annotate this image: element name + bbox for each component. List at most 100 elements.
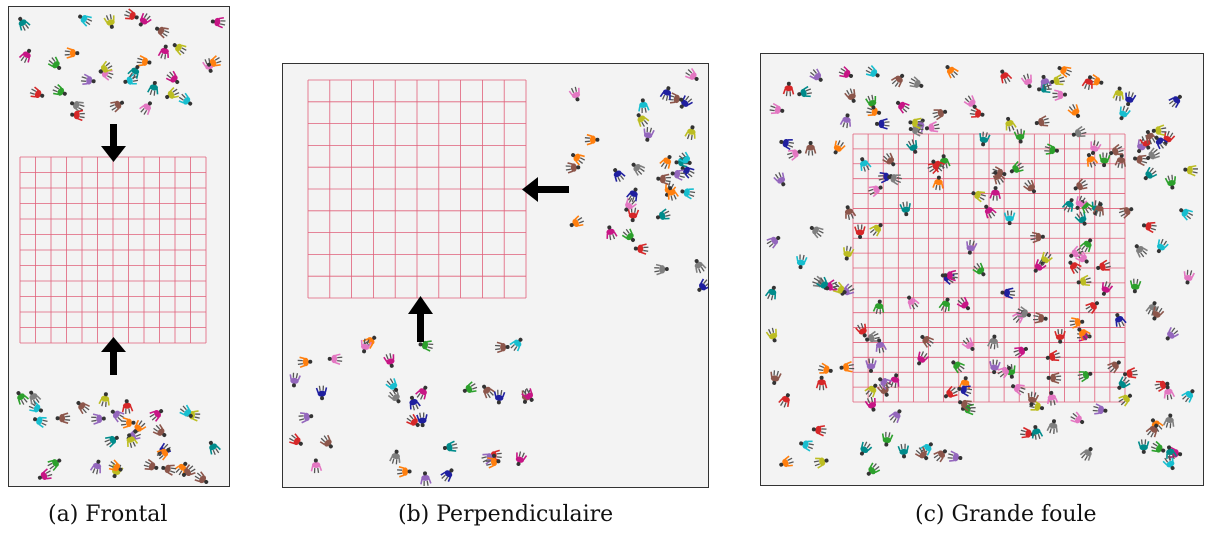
- agent-icon: [1119, 105, 1131, 121]
- agent-icon: [76, 400, 90, 415]
- agent-icon: [124, 8, 139, 20]
- agent-icon: [571, 153, 586, 166]
- agent-icon: [1071, 125, 1087, 138]
- agents-group-right: [565, 67, 708, 292]
- agent-icon: [179, 404, 193, 418]
- agent-icon: [1000, 69, 1013, 84]
- agent-icon: [899, 201, 911, 217]
- scene-perpendiculaire: [289, 67, 708, 487]
- agent-icon: [1016, 306, 1031, 318]
- agent-icon: [569, 215, 584, 228]
- agent-icon: [121, 399, 134, 414]
- agent-icon: [882, 152, 896, 167]
- agents-group-bottom: [289, 335, 534, 487]
- agent-icon: [1168, 94, 1182, 109]
- agent-icon: [91, 413, 106, 425]
- agent-icon: [816, 276, 830, 291]
- agent-icon: [1141, 221, 1157, 234]
- agent-icon: [859, 441, 873, 456]
- agent-icon: [18, 48, 32, 63]
- agent-icon: [1081, 75, 1093, 90]
- agent-icon: [406, 413, 420, 427]
- agent-icon: [1118, 393, 1132, 407]
- agent-icon: [888, 409, 902, 424]
- agent-icon: [420, 471, 432, 487]
- agent-icon: [865, 358, 877, 373]
- agent-icon: [16, 391, 30, 405]
- agent-icon: [289, 433, 303, 446]
- agent-icon: [865, 65, 880, 78]
- agent-icon: [779, 138, 795, 151]
- agent-icon: [103, 14, 115, 29]
- agents-group-bottom: [16, 390, 221, 484]
- agent-icon: [887, 174, 902, 186]
- agent-icon: [809, 225, 824, 239]
- agent-icon: [943, 269, 958, 282]
- agent-icon: [133, 419, 147, 434]
- agent-icon: [1005, 116, 1017, 132]
- agent-icon: [1009, 160, 1024, 174]
- agent-icon: [697, 278, 708, 292]
- agent-icon: [947, 450, 963, 462]
- agent-icon: [997, 366, 1012, 379]
- agent-icon: [1069, 245, 1084, 258]
- agent-icon: [108, 459, 123, 472]
- agent-icon: [869, 223, 883, 237]
- agent-icon: [1183, 269, 1195, 285]
- grid-grande-foule: [852, 133, 1126, 403]
- agent-icon: [633, 243, 649, 255]
- agent-icon: [515, 451, 528, 466]
- agent-icon: [945, 65, 959, 79]
- agent-icon: [878, 377, 892, 390]
- agent-icon: [680, 188, 696, 200]
- agent-icon: [804, 141, 817, 156]
- agent-icon: [1046, 390, 1059, 406]
- agent-icon: [360, 338, 373, 354]
- agent-icon: [932, 108, 948, 121]
- agent-icon: [127, 65, 140, 80]
- agent-icon: [156, 447, 171, 461]
- agent-icon: [136, 55, 152, 67]
- agent-icon: [951, 360, 965, 374]
- agent-icon: [811, 425, 827, 437]
- agent-icon: [155, 26, 170, 39]
- agent-icon: [864, 396, 877, 412]
- agent-icon: [769, 102, 785, 115]
- agent-icon: [864, 383, 878, 398]
- agent-icon: [909, 76, 924, 88]
- agent-icon: [442, 440, 458, 452]
- agent-icon: [1143, 166, 1158, 181]
- agent-icon: [1145, 423, 1159, 438]
- agent-icon: [440, 468, 454, 482]
- scene-frontal: [16, 8, 226, 484]
- agent-icon: [914, 446, 929, 461]
- agents-group-top: [18, 8, 226, 122]
- agent-icon: [626, 187, 638, 203]
- agent-icon: [966, 239, 978, 255]
- agent-icon: [1137, 439, 1150, 454]
- agent-icon: [872, 299, 885, 315]
- agent-icon: [33, 416, 48, 429]
- agent-icon: [782, 81, 795, 97]
- agent-icon: [165, 86, 180, 99]
- agent-icon: [778, 393, 790, 408]
- agent-icon: [47, 56, 62, 70]
- arrow-left-icon: [522, 177, 569, 202]
- agent-icon: [907, 295, 920, 310]
- agent-icon: [1052, 89, 1067, 101]
- agent-icon: [855, 322, 867, 338]
- agent-icon: [147, 80, 159, 96]
- agent-icon: [1092, 202, 1104, 217]
- agent-icon: [979, 131, 991, 147]
- agent-icon: [621, 228, 635, 242]
- agent-icon: [770, 370, 782, 385]
- agent-icon: [655, 208, 671, 220]
- agent-icon: [1133, 154, 1148, 167]
- agent-icon: [172, 43, 187, 56]
- agent-icon: [110, 409, 125, 423]
- agent-icon: [924, 121, 940, 133]
- agent-icon: [1118, 207, 1134, 219]
- agent-icon: [933, 449, 947, 463]
- agent-icon: [1129, 278, 1142, 294]
- agent-icon: [1086, 153, 1099, 168]
